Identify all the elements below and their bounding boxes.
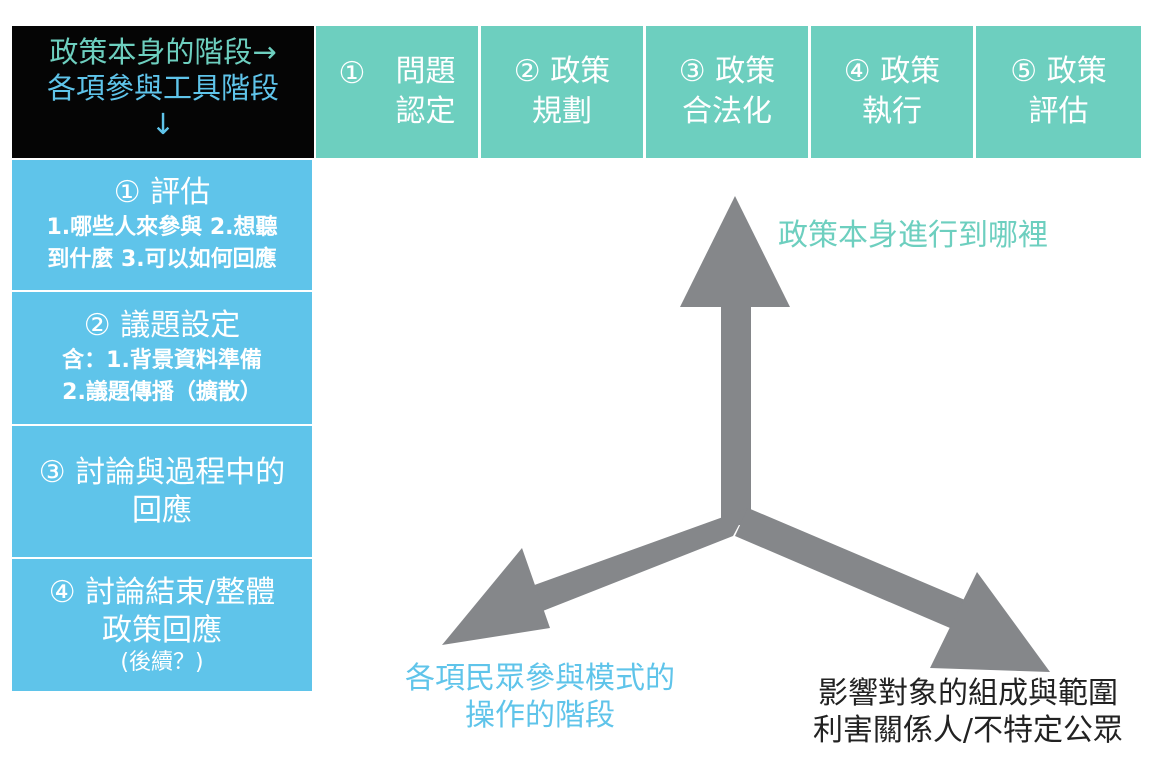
label-line: 各項民眾參與模式的 [405,661,675,696]
axis-label-affected-scope: 影響對象的組成與範圍 利害關係人/不特定公眾 [780,675,1156,749]
row-title: ② 議題設定 [83,308,241,343]
corner-line-policy: 政策本身的階段→ [49,35,277,69]
row-detail: 2.議題傳播（擴散） [62,380,262,405]
row-detail: 含：1.背景資料準備 [62,348,262,373]
axis-label-policy-progress: 政策本身進行到哪裡 [778,218,1048,253]
stage-number: ② [513,54,541,89]
row-detail: 1.哪些人來參與 2.想聽 [46,215,278,240]
left-arrow-head [442,548,550,645]
stage-number: ⑤ [1010,54,1038,89]
corner-line-tools: 各項參與工具階段 [46,71,279,105]
stage-label: 政策 規劃 [531,54,611,129]
stage-number: ④ [843,54,871,89]
participation-row-conclusion: ④ 討論結束/整體 政策回應 (後續？) [12,559,312,691]
stage-implementation: ④ 政策 執行 [809,26,973,158]
down-arrow-icon: ↓ [150,107,176,141]
stage-label: 政策 合法化 [681,54,776,129]
stage-number: ③ [678,54,706,89]
participation-row-agenda-setting: ② 議題設定 含：1.背景資料準備 2.議題傳播（擴散） [12,292,312,426]
stage-number: ① [338,56,366,91]
participation-row-assessment: ① 評估 1.哪些人來參與 2.想聽 到什麼 3.可以如何回應 [12,160,312,292]
row-detail: 到什麼 3.可以如何回應 [47,247,277,272]
stage-evaluation: ⑤ 政策 評估 [974,26,1141,158]
stage-label: 問題 認定 [395,54,456,129]
participation-row-discussion: ③ 討論與過程中的 回應 [12,426,312,559]
row-title: ③ 討論與過程中的 [38,454,286,490]
row-note: (後續？) [120,650,204,675]
axis-label-participation-stage: 各項民眾參與模式的 操作的階段 [370,660,710,734]
row-title: 回應 [132,492,192,528]
stage-problem-identification: ① 問題 認定 [314,26,478,158]
header-corner-cell: 政策本身的階段→ 各項參與工具階段 ↓ [12,26,314,158]
right-arrow-shaft [735,508,965,628]
right-arrow-head [930,572,1050,672]
stage-label: 政策 執行 [861,54,941,129]
row-title: 政策回應 [102,613,222,648]
left-arrow-shaft [515,508,748,618]
stage-label: 政策 評估 [1028,54,1107,129]
up-arrow-head [680,196,790,307]
up-arrow-shaft [721,300,751,525]
row-title: ① 評估 [113,175,211,210]
row-title: ④ 討論結束/整體 [48,575,276,610]
label-line: 操作的階段 [465,698,615,733]
stage-legitimation: ③ 政策 合法化 [644,26,808,158]
stage-policy-planning: ② 政策 規劃 [479,26,643,158]
label-line: 利害關係人/不特定公眾 [812,713,1124,748]
label-line: 影響對象的組成與範圍 [818,676,1118,711]
